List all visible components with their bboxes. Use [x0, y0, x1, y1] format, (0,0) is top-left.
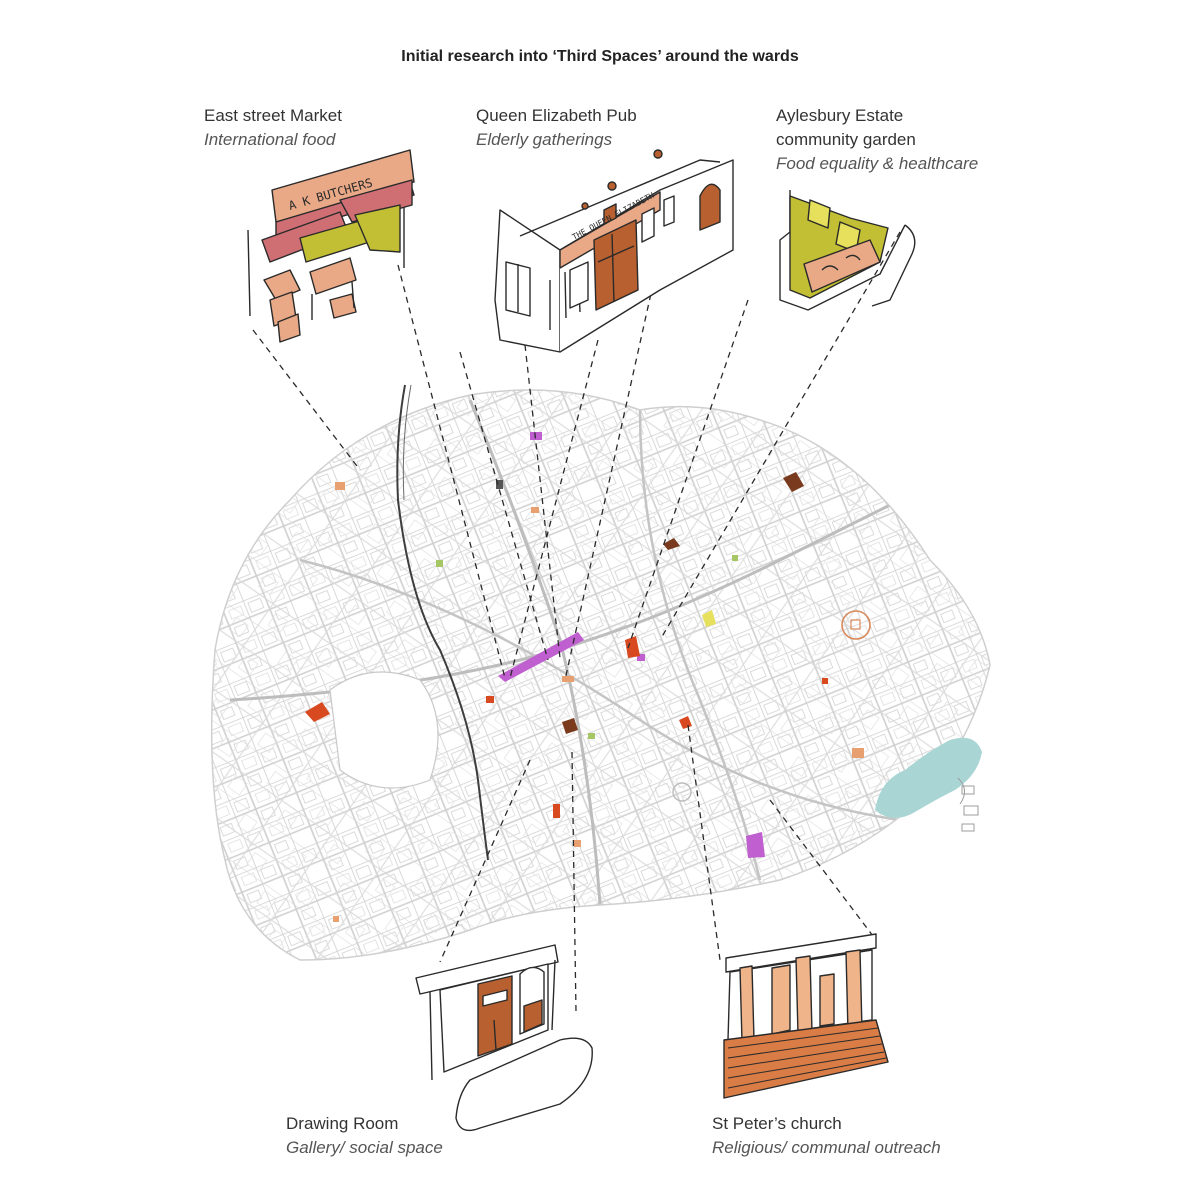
- circular-garden: [841, 610, 871, 640]
- st-peters-church-desc: Religious/ communal outreach: [712, 1138, 941, 1157]
- site-orange-south: [574, 840, 581, 847]
- site-yellow: [702, 610, 716, 627]
- park-lake: [875, 737, 982, 819]
- leader-lines: [252, 231, 901, 1013]
- drawing-room-desc: Gallery/ social space: [286, 1138, 443, 1157]
- site-st-peters-church: [746, 832, 765, 858]
- site-grey-north: [496, 480, 503, 489]
- queen-elizabeth-pub-name: Queen Elizabeth Pub: [476, 106, 637, 125]
- label-queen-elizabeth-pub: Queen Elizabeth Pub Elderly gatherings: [476, 104, 637, 152]
- aylesbury-estate-desc: Food equality & healthcare: [776, 154, 979, 173]
- aylesbury-estate-name-line1: Aylesbury Estate: [776, 106, 904, 125]
- ward-street-map: [210, 384, 991, 961]
- site-purple-small: [637, 654, 645, 661]
- label-aylesbury-estate: Aylesbury Estate community garden Food e…: [776, 104, 978, 176]
- site-orange-east: [852, 748, 864, 758]
- label-east-street-market: East street Market International food: [204, 104, 342, 152]
- site-dark-brown-centre: [562, 718, 578, 734]
- third-space-sites: [305, 432, 864, 922]
- drawing-room-name: Drawing Room: [286, 1114, 399, 1133]
- site-orange-nw: [335, 482, 345, 490]
- site-east-street-market: [498, 632, 584, 682]
- site-queen-elizabeth-pub: [663, 538, 680, 550]
- east-street-market-sketch: A K BUTCHERS: [247, 149, 415, 343]
- st-peters-church-sketch: [723, 933, 889, 1099]
- east-street-market-desc: International food: [204, 130, 336, 149]
- site-purple-north: [530, 432, 542, 440]
- site-drawing-room: [305, 702, 330, 722]
- site-orange-sw: [333, 916, 339, 922]
- label-st-peters-church: St Peter’s church Religious/ communal ou…: [712, 1112, 941, 1160]
- site-orange-centre: [562, 676, 574, 682]
- site-dark-brown-ne: [783, 472, 804, 492]
- queen-elizabeth-pub-desc: Elderly gatherings: [476, 130, 613, 149]
- st-peters-church-name: St Peter’s church: [712, 1114, 842, 1133]
- drawing-room-sketch: [415, 944, 593, 1132]
- queen-elizabeth-pub-sketch: THE QUEEN ELIZABETH: [494, 149, 734, 353]
- aylesbury-garden-sketch: [779, 190, 916, 311]
- site-red-small: [486, 696, 494, 703]
- site-aylesbury-garden: [625, 636, 640, 658]
- site-red-far-east: [822, 678, 828, 684]
- site-red-south: [553, 804, 560, 818]
- label-drawing-room: Drawing Room Gallery/ social space: [286, 1112, 443, 1160]
- page-title: Initial research into ‘Third Spaces’ aro…: [401, 48, 799, 65]
- railway-line: [396, 384, 489, 861]
- aylesbury-estate-name-line2: community garden: [776, 130, 916, 149]
- site-green-west: [436, 560, 443, 567]
- east-street-market-name: East street Market: [204, 106, 342, 125]
- site-green-east: [732, 555, 738, 561]
- site-orange-north: [531, 507, 539, 513]
- site-green-south: [588, 733, 595, 739]
